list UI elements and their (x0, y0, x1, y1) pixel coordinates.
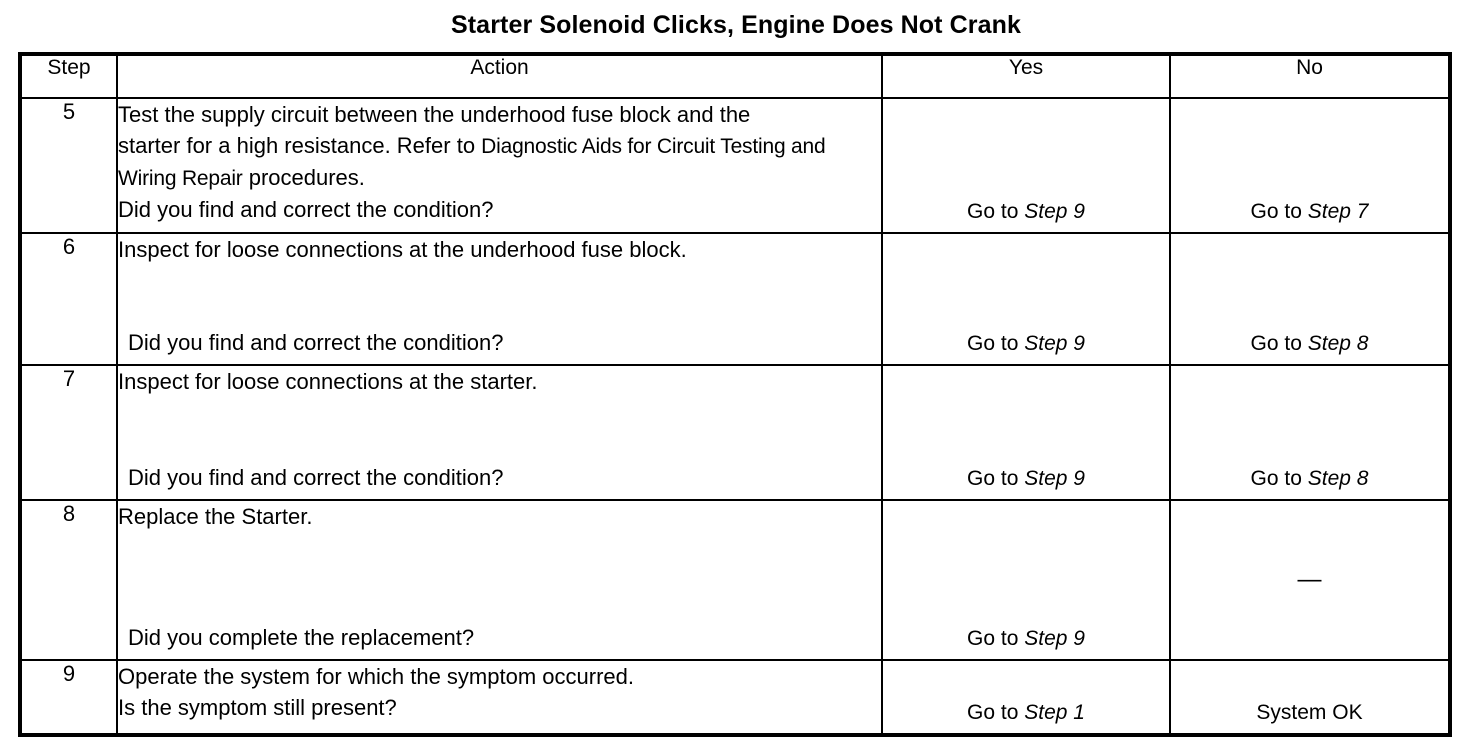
diagnostic-table: Step Action Yes No 5 Test the supply cir… (18, 52, 1452, 737)
yes-answer-prefix: Go to (967, 701, 1025, 724)
table-body: 5 Test the supply circuit between the un… (19, 97, 1451, 736)
table-header: Step Action Yes No (19, 53, 1451, 99)
no-answer-dash: — (1297, 566, 1322, 593)
step-number: 5 (19, 97, 118, 234)
yes-answer-step-link[interactable]: Step 9 (1024, 627, 1085, 650)
action-text-fragment: starter for a high resistance. Refer to (118, 133, 482, 158)
table-row: 7 Inspect for loose connections at the s… (19, 364, 1451, 501)
no-answer-prefix: Go to (1250, 332, 1308, 355)
yes-cell: Go to Step 9 (881, 364, 1171, 501)
yes-answer: Go to Step 1 (883, 701, 1169, 725)
yes-cell: Go to Step 9 (881, 232, 1171, 366)
column-header-action: Action (116, 53, 883, 99)
yes-answer: Go to Step 9 (883, 627, 1169, 651)
yes-answer: Go to Step 9 (883, 200, 1169, 224)
column-header-yes: Yes (881, 53, 1171, 99)
action-cell: Replace the Starter. Did you complete th… (116, 499, 883, 661)
yes-answer-prefix: Go to (967, 627, 1025, 650)
action-cell: Inspect for loose connections at the und… (116, 232, 883, 366)
page-title: Starter Solenoid Clicks, Engine Does Not… (450, 11, 1021, 39)
yes-answer-prefix: Go to (967, 200, 1025, 223)
yes-answer-step-link[interactable]: Step 9 (1024, 200, 1085, 223)
yes-answer: Go to Step 9 (883, 467, 1169, 491)
no-answer-prefix: Go to (1250, 467, 1308, 490)
action-question: Did you find and correct the condition? (128, 330, 504, 355)
action-cell: Test the supply circuit between the unde… (116, 97, 883, 234)
table-row: 5 Test the supply circuit between the un… (19, 97, 1451, 234)
no-cell: Go to Step 7 (1169, 97, 1451, 234)
yes-cell: Go to Step 1 (881, 659, 1171, 736)
action-question: Is the symptom still present? (118, 695, 397, 720)
column-header-step: Step (19, 53, 118, 99)
action-question: Did you find and correct the condition? (128, 465, 504, 490)
yes-answer-step-link[interactable]: Step 9 (1024, 467, 1085, 490)
no-answer: Go to Step 8 (1171, 332, 1448, 356)
yes-cell: Go to Step 9 (881, 97, 1171, 234)
table-row: 9 Operate the system for which the sympt… (19, 659, 1451, 736)
step-number: 8 (19, 499, 118, 661)
step-number: 7 (19, 364, 118, 501)
table-row: 8 Replace the Starter. Did you complete … (19, 499, 1451, 661)
no-answer: Go to Step 8 (1171, 467, 1448, 491)
action-text-line: Inspect for loose connections at the sta… (118, 369, 538, 394)
no-cell: System OK (1169, 659, 1451, 736)
yes-answer-step-link[interactable]: Step 1 (1024, 701, 1085, 724)
step-number: 6 (19, 232, 118, 366)
action-text-line: starter for a high resistance. Refer to … (118, 130, 881, 194)
action-text-fragment: procedures. (242, 165, 365, 190)
action-question: Did you complete the replacement? (128, 625, 475, 650)
no-answer-step-link[interactable]: Step 7 (1307, 200, 1369, 223)
action-cell: Inspect for loose connections at the sta… (116, 364, 883, 501)
yes-answer: Go to Step 9 (883, 332, 1169, 356)
action-text-line: Inspect for loose connections at the und… (118, 237, 687, 262)
yes-answer-prefix: Go to (967, 332, 1025, 355)
no-cell: — (1169, 499, 1451, 661)
no-cell: Go to Step 8 (1169, 232, 1451, 366)
action-text-line: Replace the Starter. (118, 504, 313, 529)
header-row: Step Action Yes No (19, 53, 1451, 99)
action-text-line: Operate the system for which the symptom… (118, 664, 634, 689)
cross-reference-link[interactable]: Diagnostic Aids for Circuit Testing and … (118, 135, 826, 190)
action-text-line: Test the supply circuit between the unde… (118, 102, 751, 127)
no-answer-step-link[interactable]: Step 8 (1307, 467, 1369, 490)
no-answer-text: System OK (1256, 701, 1363, 724)
action-question: Did you find and correct the condition? (118, 197, 494, 222)
no-answer: Go to Step 7 (1171, 200, 1448, 224)
yes-answer-prefix: Go to (967, 467, 1025, 490)
action-cell: Operate the system for which the symptom… (116, 659, 883, 736)
column-header-no: No (1169, 53, 1451, 99)
no-answer-step-link[interactable]: Step 8 (1307, 332, 1369, 355)
yes-answer-step-link[interactable]: Step 9 (1024, 332, 1085, 355)
no-answer-prefix: Go to (1250, 200, 1308, 223)
yes-cell: Go to Step 9 (881, 499, 1171, 661)
table-row: 6 Inspect for loose connections at the u… (19, 232, 1451, 366)
no-cell: Go to Step 8 (1169, 364, 1451, 501)
step-number: 9 (19, 659, 118, 736)
